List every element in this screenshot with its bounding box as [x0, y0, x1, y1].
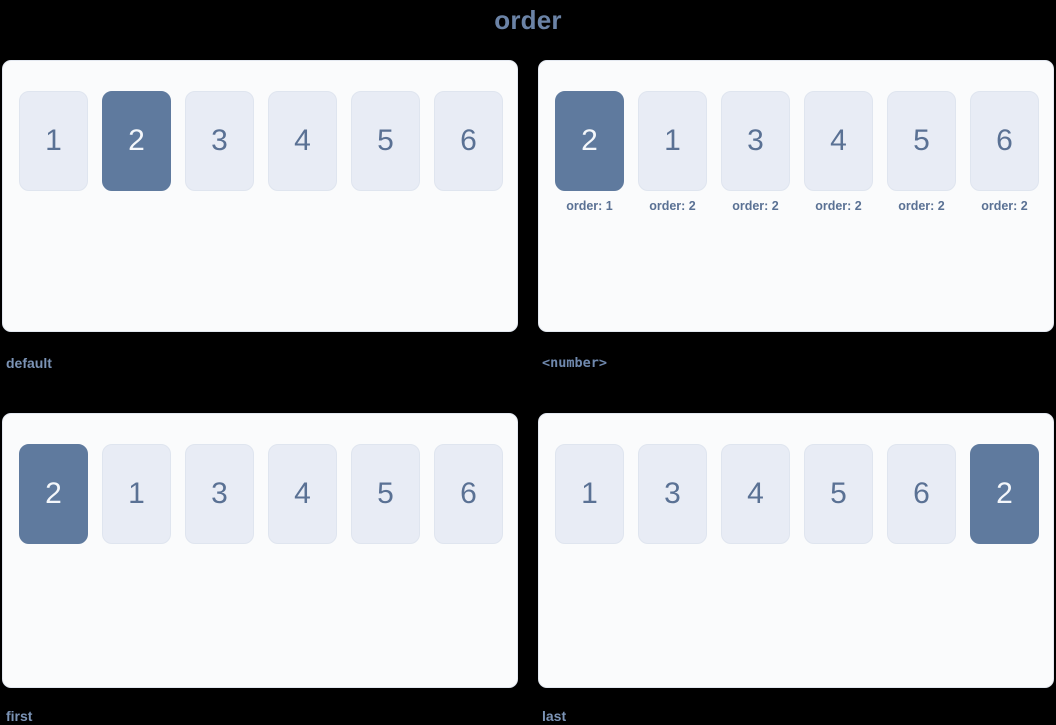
flex-item: 2	[970, 444, 1039, 544]
order-value-label: order: 2	[981, 199, 1028, 213]
order-box[interactable]: 3	[721, 91, 790, 191]
order-value-label: order: 2	[898, 199, 945, 213]
order-box[interactable]: 4	[268, 444, 337, 544]
flex-item: 5	[351, 444, 420, 544]
flex-item: 1	[102, 444, 171, 544]
flex-item: 1	[19, 91, 88, 191]
order-box[interactable]: 5	[351, 444, 420, 544]
flex-item: 4 order: 2	[804, 91, 873, 213]
flex-item: 4	[721, 444, 790, 544]
flex-item: 1 order: 2	[638, 91, 707, 213]
flex-item: 2	[19, 444, 88, 544]
demo-cell-number: 2 order: 1 1 order: 2 3 order: 2 4 order: 2 5 ord…	[538, 60, 1054, 372]
order-box[interactable]: 6	[887, 444, 956, 544]
order-box[interactable]: 6	[434, 91, 503, 191]
order-box[interactable]: 5	[804, 444, 873, 544]
flex-item: 6 order: 2	[970, 91, 1039, 213]
order-box[interactable]: 1	[102, 444, 171, 544]
flex-item: 5	[804, 444, 873, 544]
flex-item: 2	[102, 91, 171, 191]
order-box[interactable]: 5	[887, 91, 956, 191]
order-box[interactable]: 1	[555, 444, 624, 544]
order-box[interactable]: 2	[102, 91, 171, 191]
panel-caption-default: default	[6, 355, 52, 371]
order-value-label: order: 2	[732, 199, 779, 213]
panel-number: 2 order: 1 1 order: 2 3 order: 2 4 order: 2 5 ord…	[538, 60, 1054, 332]
flex-item: 3 order: 2	[721, 91, 790, 213]
flex-item: 5 order: 2	[887, 91, 956, 213]
order-box[interactable]: 4	[268, 91, 337, 191]
flex-item: 1	[555, 444, 624, 544]
order-value-label: order: 2	[815, 199, 862, 213]
panel-caption-last: last	[542, 708, 567, 724]
order-box[interactable]: 2	[19, 444, 88, 544]
order-box[interactable]: 6	[434, 444, 503, 544]
order-box[interactable]: 1	[638, 91, 707, 191]
flex-item: 6	[434, 91, 503, 191]
order-value-label: order: 1	[566, 199, 613, 213]
order-value-label: order: 2	[649, 199, 696, 213]
panel-caption-number: <number>	[542, 355, 608, 371]
flex-item: 4	[268, 91, 337, 191]
flex-item: 6	[887, 444, 956, 544]
order-box[interactable]: 3	[185, 91, 254, 191]
box-row: 2 order: 1 1 order: 2 3 order: 2 4 order: 2 5 ord…	[555, 91, 1053, 213]
order-box[interactable]: 6	[970, 91, 1039, 191]
flex-item: 2 order: 1	[555, 91, 624, 213]
flex-item: 3	[185, 91, 254, 191]
flex-item: 3	[638, 444, 707, 544]
flex-item: 6	[434, 444, 503, 544]
order-box[interactable]: 4	[721, 444, 790, 544]
panel-caption-first: first	[6, 708, 33, 724]
order-box[interactable]: 5	[351, 91, 420, 191]
page-title: order	[494, 5, 562, 35]
order-box[interactable]: 4	[804, 91, 873, 191]
order-box[interactable]: 1	[19, 91, 88, 191]
order-box[interactable]: 2	[970, 444, 1039, 544]
order-box[interactable]: 3	[185, 444, 254, 544]
order-box[interactable]: 3	[638, 444, 707, 544]
flex-item: 5	[351, 91, 420, 191]
flex-item: 3	[185, 444, 254, 544]
flex-item: 4	[268, 444, 337, 544]
order-box[interactable]: 2	[555, 91, 624, 191]
